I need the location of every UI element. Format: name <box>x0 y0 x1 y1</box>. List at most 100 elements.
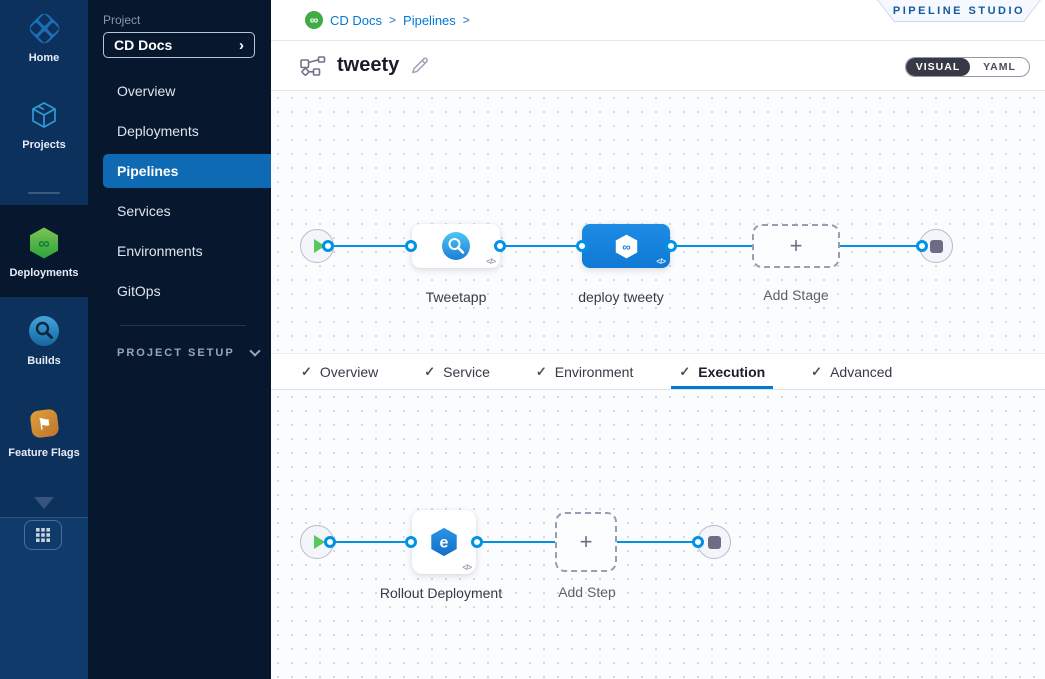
deployments-cd-icon: ∞ <box>25 224 63 262</box>
tab-execution[interactable]: ✓ Execution <box>671 354 774 389</box>
node-port <box>916 240 928 252</box>
add-stage-button[interactable]: + <box>752 224 840 268</box>
nav-label: Services <box>117 203 171 219</box>
infinity-glyph: ∞ <box>622 239 631 253</box>
node-port <box>494 240 506 252</box>
infinity-glyph: ∞ <box>38 235 49 252</box>
code-icon: </> <box>486 257 496 266</box>
build-stage-icon <box>442 232 470 260</box>
add-step-button[interactable]: + <box>555 512 617 572</box>
add-step-label: Add Step <box>558 584 616 600</box>
deploy-stage-icon: ∞ <box>615 234 637 258</box>
nav-divider <box>120 325 246 326</box>
visual-yaml-toggle: VISUAL YAML <box>905 57 1030 77</box>
nav-item-services[interactable]: Services <box>88 191 271 231</box>
project-nav-list: Overview Deployments Pipelines Services … <box>88 71 271 311</box>
pipeline-flowchart-icon <box>300 55 326 76</box>
rail-item-feature-flags[interactable]: ⚑ Feature Flags <box>0 404 88 459</box>
breadcrumb-project-link[interactable]: CD Docs <box>330 12 383 28</box>
rollout-glyph: e <box>440 535 449 552</box>
step-node-rollout-deployment[interactable]: e </> <box>412 510 476 574</box>
title-bar: tweety VISUAL YAML <box>271 41 1045 90</box>
play-icon <box>313 239 325 253</box>
chevron-down-icon <box>249 345 261 357</box>
chevron-right-icon: › <box>239 36 244 54</box>
tab-environment[interactable]: ✓ Environment <box>528 354 642 389</box>
step-connector-line <box>317 541 714 543</box>
nav-label: Pipelines <box>117 163 179 179</box>
check-icon: ✓ <box>424 363 436 379</box>
plus-icon: + <box>789 233 803 258</box>
rail-label-home: Home <box>28 52 60 64</box>
check-icon: ✓ <box>535 363 547 379</box>
rollout-step-icon: e <box>431 527 457 557</box>
stage-node-tweetapp[interactable]: </> <box>412 224 500 268</box>
toggle-visual[interactable]: VISUAL <box>906 58 970 76</box>
tab-service[interactable]: ✓ Service <box>416 354 498 389</box>
nav-label: Deployments <box>117 123 199 139</box>
stage-label-tweetapp: Tweetapp <box>425 289 487 305</box>
feature-flags-icon: ⚑ <box>25 404 63 442</box>
check-icon: ✓ <box>679 363 691 379</box>
nav-item-environments[interactable]: Environments <box>88 231 271 271</box>
stop-icon <box>929 239 943 253</box>
rail-divider <box>28 192 60 194</box>
node-port <box>471 536 483 548</box>
node-port <box>324 536 336 548</box>
rail-item-home[interactable]: Home <box>0 9 88 64</box>
tab-label: Environment <box>554 363 634 380</box>
breadcrumb-separator: > <box>389 13 397 27</box>
nav-label: Environments <box>117 243 203 259</box>
flag-glyph: ⚑ <box>36 414 52 433</box>
check-icon: ✓ <box>301 363 312 379</box>
nav-label: Overview <box>117 83 176 99</box>
breadcrumb-pipelines-link[interactable]: Pipelines <box>403 12 456 28</box>
rail-bottom-section <box>0 517 88 679</box>
nav-item-gitops[interactable]: GitOps <box>88 271 271 311</box>
project-selector[interactable]: CD Docs › <box>103 32 255 58</box>
stage-node-deploy-tweety[interactable]: ∞ </> <box>582 224 670 268</box>
stop-icon <box>707 535 721 549</box>
rail-item-deployments[interactable]: ∞ Deployments <box>0 205 88 297</box>
tab-label: Service <box>443 363 490 380</box>
nav-item-overview[interactable]: Overview <box>88 71 271 111</box>
toggle-yaml[interactable]: YAML <box>983 61 1016 73</box>
node-port <box>692 536 704 548</box>
stage-canvas: </> ∞ </> + Tweetapp deploy <box>271 90 1045 353</box>
page-title: tweety <box>337 54 400 76</box>
project-setup-toggle[interactable]: PROJECT SETUP <box>117 345 261 359</box>
grid-icon <box>36 528 50 542</box>
rail-label-deployments: Deployments <box>9 266 79 279</box>
play-icon <box>313 535 325 549</box>
stage-label-deploy-tweety: deploy tweety <box>578 289 664 305</box>
apps-grid-button[interactable] <box>24 520 62 550</box>
nav-item-pipelines[interactable]: Pipelines <box>103 154 271 188</box>
execution-canvas: e </> + Rollout Deployment Add Step <box>271 390 1045 679</box>
rail-label-projects: Projects <box>22 139 66 151</box>
rail-item-builds[interactable]: Builds <box>0 312 88 367</box>
infinity-glyph: ∞ <box>309 13 319 27</box>
add-stage-label: Add Stage <box>763 287 829 303</box>
project-section-label: Project <box>103 13 141 27</box>
code-icon: </> <box>656 257 666 266</box>
rail-label-feature-flags: Feature Flags <box>8 447 80 459</box>
project-nav-panel: Project CD Docs › Overview Deployments P… <box>88 0 271 679</box>
tab-overview[interactable]: ✓ Overview <box>293 354 386 389</box>
step-label-rollout-deployment: Rollout Deployment <box>379 585 503 601</box>
tab-label: Overview <box>319 363 379 380</box>
rail-label-builds: Builds <box>27 355 61 367</box>
projects-cube-icon <box>25 96 63 134</box>
rail-more-chevron-icon[interactable] <box>34 497 54 509</box>
edit-pencil-icon[interactable] <box>410 56 429 75</box>
pipeline-studio-badge: PIPELINE STUDIO <box>877 0 1041 22</box>
nav-item-deployments[interactable]: Deployments <box>88 111 271 151</box>
rail-item-projects[interactable]: Projects <box>0 96 88 151</box>
plus-icon: + <box>579 529 593 554</box>
tab-advanced[interactable]: ✓ Advanced <box>803 354 900 389</box>
node-port <box>405 240 417 252</box>
cd-module-icon: ∞ <box>305 11 323 29</box>
project-setup-label: PROJECT SETUP <box>117 347 235 359</box>
main-area: ∞ CD Docs > Pipelines > PIPELINE STUDIO … <box>271 0 1045 679</box>
breadcrumb-separator: > <box>462 13 470 27</box>
